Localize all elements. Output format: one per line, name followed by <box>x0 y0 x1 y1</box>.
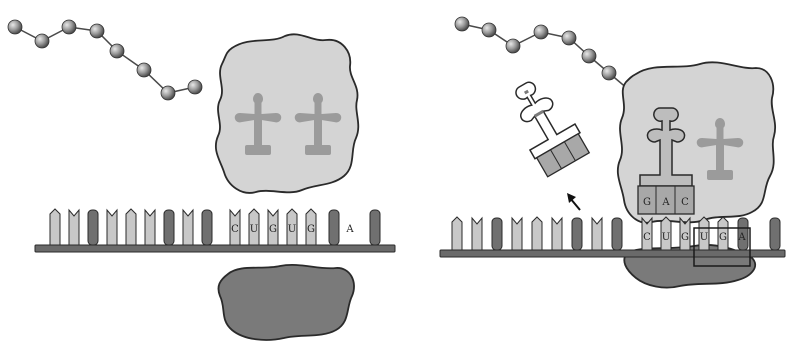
mrna-strand-left <box>35 245 395 252</box>
amino-acid-bead <box>90 24 104 38</box>
small-ribosomal-subunit-left <box>218 265 354 340</box>
nucleotide <box>145 210 155 245</box>
nucleotide <box>472 218 482 250</box>
amino-acid-bead <box>602 66 616 80</box>
amino-acid-bead <box>582 49 596 63</box>
mrna-bases-left <box>50 209 380 245</box>
base-letter: G <box>719 232 727 243</box>
base-letter: G <box>643 197 651 208</box>
nucleotide <box>612 218 622 250</box>
nucleotide <box>552 218 562 250</box>
nucleotide <box>492 218 502 250</box>
base-letter: C <box>681 197 689 208</box>
left-panel: C U G U G A <box>8 20 395 340</box>
nucleotide <box>50 209 60 245</box>
nucleotide <box>329 210 339 245</box>
base-letter: U <box>250 224 258 235</box>
amino-acid-bead <box>188 80 202 94</box>
nucleotide <box>126 209 136 245</box>
amino-acid-bead <box>35 34 49 48</box>
base-letter: G <box>681 232 689 243</box>
nucleotide <box>572 218 582 250</box>
amino-acid-bead <box>8 20 22 34</box>
nucleotide <box>370 210 380 245</box>
nucleotide <box>69 210 79 245</box>
base-letter: U <box>700 232 708 243</box>
amino-acid-bead <box>534 25 548 39</box>
nucleotide <box>512 218 522 250</box>
polypeptide-chain-left <box>8 20 202 100</box>
arrow-head <box>567 193 576 203</box>
nucleotide <box>452 217 462 250</box>
free-trna <box>500 72 591 178</box>
nucleotide <box>164 210 174 245</box>
codon-letters-right: C U G U G A <box>643 232 746 243</box>
base-letter: G <box>307 224 315 235</box>
base-letter: A <box>737 232 746 243</box>
direction-arrow <box>567 193 580 210</box>
nucleotide <box>592 218 602 250</box>
nucleotide <box>183 210 193 245</box>
anticodon-letters: G A C <box>643 197 689 208</box>
base-letter: A <box>345 224 354 235</box>
nucleotide <box>532 217 542 250</box>
amino-acid-bead <box>137 63 151 77</box>
nucleotide <box>202 210 212 245</box>
right-panel: G A C C U G <box>440 17 785 288</box>
base-letter: U <box>662 232 670 243</box>
amino-acid-bead <box>506 39 520 53</box>
base-letter: U <box>288 224 296 235</box>
amino-acid-bead <box>482 23 496 37</box>
mrna-strand-right <box>440 250 785 257</box>
amino-acid-bead <box>110 44 124 58</box>
base-letter: A <box>661 197 670 208</box>
nucleotide <box>88 210 98 245</box>
nucleotide <box>107 210 117 245</box>
base-letter: C <box>231 224 239 235</box>
base-letter: C <box>643 232 651 243</box>
amino-acid-bead <box>455 17 469 31</box>
amino-acid-bead <box>562 31 576 45</box>
base-letter: G <box>269 224 277 235</box>
mrna-bases-right <box>452 217 780 250</box>
amino-acid-bead <box>161 86 175 100</box>
amino-acid-bead <box>62 20 76 34</box>
nucleotide <box>770 218 780 250</box>
